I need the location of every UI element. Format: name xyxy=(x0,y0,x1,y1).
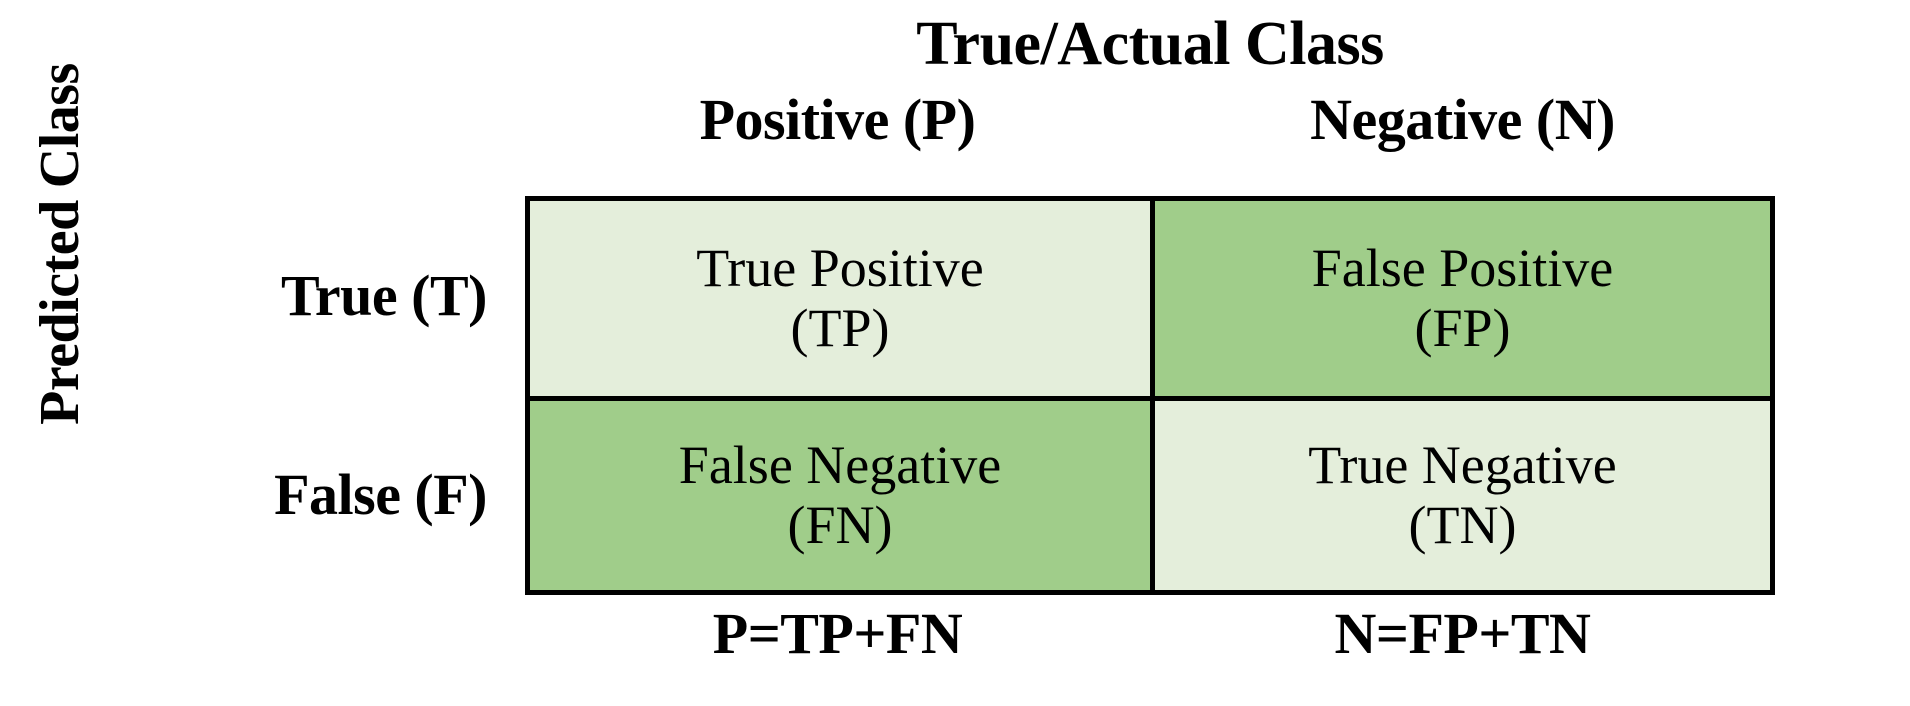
true-class-axis-title: True/Actual Class xyxy=(916,10,1384,78)
footer-positives-total: P=TP+FN xyxy=(712,601,963,666)
row-header-false: False (F) xyxy=(274,462,487,528)
cell-false-positive: False Positive (FP) xyxy=(1150,201,1770,396)
column-header-row: Positive (P) Negative (N) xyxy=(525,86,1775,156)
cell-false-positive-abbr: (FP) xyxy=(1414,298,1511,359)
cell-false-negative-label: False Negative xyxy=(678,435,1002,496)
cell-false-negative: False Negative (FN) xyxy=(530,395,1150,590)
cell-true-positive-label: True Positive xyxy=(696,238,984,299)
cell-true-positive-abbr: (TP) xyxy=(790,298,890,359)
predicted-class-axis-title-line2: Class xyxy=(29,63,91,189)
cell-false-negative-abbr: (FN) xyxy=(787,495,893,556)
cell-false-positive-label: False Positive xyxy=(1311,238,1614,299)
cell-true-negative: True Negative (TN) xyxy=(1150,395,1770,590)
footer-totals-row: P=TP+FN N=FP+TN xyxy=(525,597,1775,677)
predicted-class-axis-title: Predicted Class xyxy=(0,63,124,425)
cell-true-positive: True Positive (TP) xyxy=(530,201,1150,396)
footer-negatives-total: N=FP+TN xyxy=(1334,601,1591,666)
matrix-grid: True Positive (TP) False Positive (FP) F… xyxy=(525,196,1775,595)
column-header-positive: Positive (P) xyxy=(699,87,976,152)
cell-true-negative-label: True Negative xyxy=(1308,435,1617,496)
row-header-column: True (T) False (F) xyxy=(215,196,515,595)
predicted-class-axis-title-line1: Predicted xyxy=(29,200,91,425)
column-header-negative: Negative (N) xyxy=(1310,87,1615,152)
row-header-true: True (T) xyxy=(281,262,487,328)
cell-true-negative-abbr: (TN) xyxy=(1408,495,1517,556)
